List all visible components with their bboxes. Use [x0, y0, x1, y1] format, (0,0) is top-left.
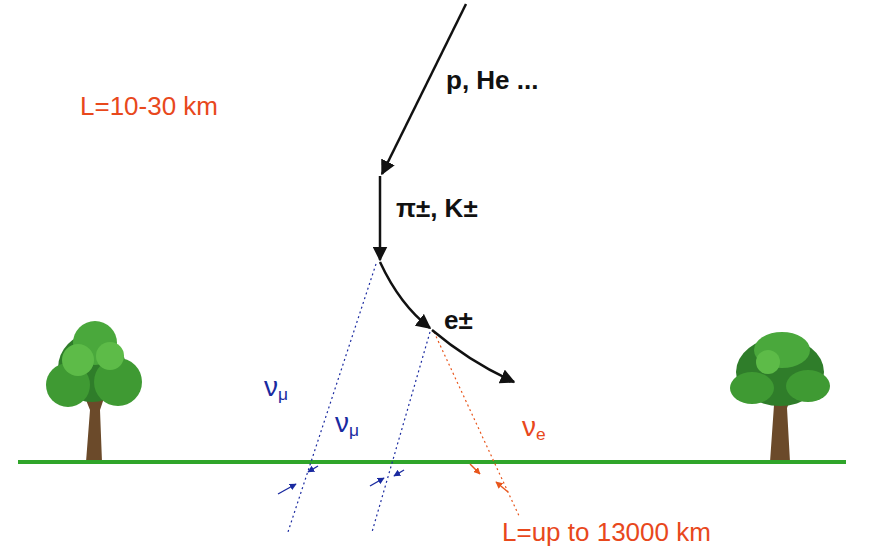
primary-label: p, He ... — [444, 66, 540, 95]
lepton-label: e± — [442, 306, 475, 335]
distance-label: L=up to 13000 km — [500, 518, 713, 547]
lepton-track — [432, 330, 514, 382]
tree-left — [46, 321, 142, 462]
numu-track — [288, 264, 376, 532]
neutrino-label: νμ — [333, 408, 361, 440]
distance-arrow — [394, 470, 404, 476]
distance-arrow — [496, 482, 508, 492]
numu-track — [372, 332, 430, 532]
ground-line — [18, 460, 846, 464]
meson-label: π±, K± — [394, 194, 480, 223]
distance-arrow — [278, 484, 296, 494]
meson-track — [380, 262, 430, 328]
distance-label: L=10-30 km — [78, 92, 220, 121]
distance-arrow — [470, 464, 480, 474]
nue-track — [434, 332, 520, 518]
meson-track — [379, 176, 382, 260]
tree-right — [730, 332, 830, 462]
distance-arrow — [308, 466, 318, 472]
neutrino-label: νe — [520, 412, 548, 444]
neutrino-label: νμ — [262, 372, 290, 404]
distance-arrow — [370, 478, 384, 486]
